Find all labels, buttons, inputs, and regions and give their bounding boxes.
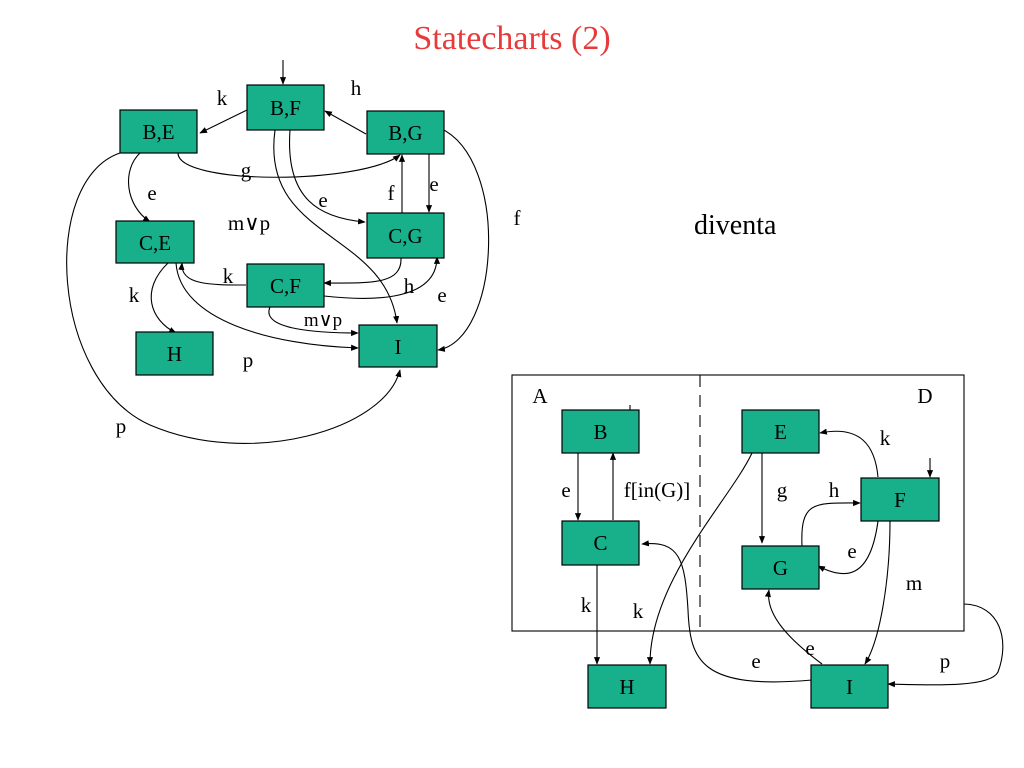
state-cf: C,F [246, 263, 325, 308]
edge-f-i [864, 520, 891, 665]
label-f-right: f [514, 206, 521, 230]
svg-text:B,F: B,F [270, 96, 301, 120]
label-g: g [241, 158, 252, 182]
edge-be-i [66, 152, 402, 444]
edge-bg-bf [324, 110, 367, 135]
edge-be-bg [177, 152, 401, 178]
state-cg: C,G [366, 212, 445, 259]
state-bg: B,G [366, 110, 445, 155]
state-c: C [561, 520, 640, 566]
edge-bf-cg [288, 129, 366, 225]
svg-text:B,E: B,E [142, 120, 174, 144]
label-m-or-p-low: m∨p [304, 310, 342, 331]
slide-title: Statecharts (2) [413, 20, 611, 57]
svg-text:H: H [619, 675, 634, 699]
label-f-in-g: f[in(G)] [624, 478, 690, 502]
label-h-mid: h [404, 274, 415, 298]
label-e-right: e [429, 172, 438, 196]
edge-be-ce [127, 152, 151, 223]
edge-bg-i [437, 127, 490, 352]
label-e-bc: e [561, 478, 570, 502]
label-e-left: e [147, 181, 156, 205]
state-h-right: H [587, 664, 667, 709]
edge-cf-i [268, 306, 359, 337]
state-i-left: I [358, 324, 438, 368]
label-e-ig: e [805, 636, 814, 660]
edge-f-e [819, 428, 879, 478]
svg-text:C,E: C,E [139, 231, 171, 255]
state-bf: B,F [246, 84, 325, 131]
label-k-top: k [217, 86, 228, 110]
region-a-label: A [532, 384, 548, 408]
label-k-eh: k [633, 599, 644, 623]
state-f: F [860, 477, 940, 522]
label-e-fg: e [847, 539, 856, 563]
edge-i-c [641, 540, 813, 683]
state-b: B [561, 409, 640, 454]
diventa-text: diventa [694, 210, 777, 241]
svg-text:E: E [774, 420, 787, 444]
edge-bf-i [273, 129, 400, 324]
label-p-mid: p [243, 348, 254, 372]
left-diagram: B,F B,E B,G C,E C,G C,F H I k h g e f e … [66, 60, 521, 444]
edge-i-g [764, 589, 823, 665]
label-k-ch: k [581, 593, 592, 617]
state-be: B,E [119, 109, 198, 154]
region-d-label: D [917, 384, 932, 408]
label-p-right: p [940, 649, 951, 673]
label-p-left: p [116, 414, 127, 438]
svg-text:B,G: B,G [388, 121, 422, 145]
edge-cf-cg [323, 256, 441, 299]
svg-text:G: G [773, 556, 788, 580]
edge-ce-i [175, 262, 359, 351]
svg-text:C: C [593, 531, 607, 555]
edge-cg-cf [323, 257, 402, 287]
state-g: G [741, 545, 820, 590]
svg-text:H: H [167, 342, 182, 366]
edge-bf-be [199, 109, 248, 134]
label-e-ic: e [751, 649, 760, 673]
svg-text:F: F [894, 488, 906, 512]
right-diagram: A D B C E F G H I [511, 374, 1004, 709]
svg-text:I: I [395, 335, 402, 359]
edge-cf-ce [178, 262, 247, 286]
svg-text:C,F: C,F [270, 274, 301, 298]
edge-e-h [646, 452, 753, 665]
label-k-left: k [129, 283, 140, 307]
label-h-top: h [351, 76, 362, 100]
svg-text:B: B [593, 420, 607, 444]
label-f-mid: f [388, 181, 395, 205]
label-k-fe: k [880, 426, 891, 450]
label-k-mid: k [223, 264, 234, 288]
edge-ce-h [150, 262, 177, 334]
label-m: m [906, 571, 922, 595]
state-e: E [741, 409, 820, 454]
region-container [511, 374, 965, 632]
label-m-or-p-mid: m∨p [228, 211, 270, 235]
edge-g-f [801, 499, 861, 547]
label-h-right: h [829, 478, 840, 502]
state-i-right: I [810, 664, 889, 709]
svg-text:C,G: C,G [388, 224, 422, 248]
edge-d-i [887, 603, 1004, 688]
label-e-mid: e [318, 188, 327, 212]
svg-text:I: I [846, 675, 853, 699]
state-ce: C,E [115, 220, 195, 264]
state-h-left: H [135, 331, 214, 376]
label-g-right: g [777, 478, 788, 502]
edge-f-g [817, 520, 879, 575]
label-e-low: e [437, 283, 446, 307]
